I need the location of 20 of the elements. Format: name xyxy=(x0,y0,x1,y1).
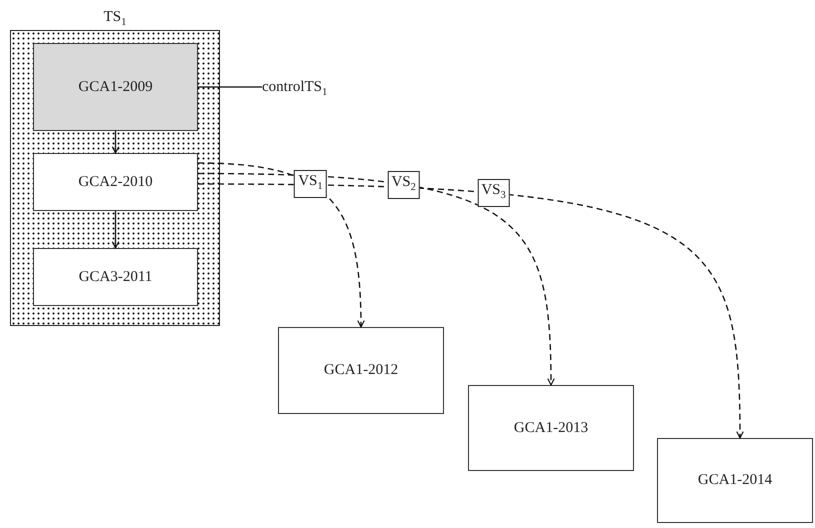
connector-line xyxy=(198,86,262,88)
process-box xyxy=(468,385,634,471)
group-title: TS$_{1}$ xyxy=(102,9,128,28)
edge-label: VS$_{3}$ xyxy=(477,179,510,208)
arrow xyxy=(112,131,120,154)
process-box xyxy=(657,438,813,523)
node-label: GCA1-2014 xyxy=(698,472,772,489)
node-label: GCA1-2013 xyxy=(514,420,588,436)
node-label: GCA1-2012 xyxy=(324,362,398,379)
edge-label: VS$_{1}$ xyxy=(294,170,327,198)
node-label: GCA3-2011 xyxy=(78,268,152,286)
node-label: controlTS$_{1}$ xyxy=(262,78,328,98)
arrow xyxy=(112,211,120,249)
process-box xyxy=(278,327,444,414)
node-label: GCA1-2009 xyxy=(78,78,153,96)
edge-label: VS$_{2}$ xyxy=(387,170,420,198)
process-box xyxy=(33,43,198,131)
process-box xyxy=(33,153,198,211)
process-box xyxy=(33,248,198,306)
node-label: GCA2-2010 xyxy=(78,174,153,190)
